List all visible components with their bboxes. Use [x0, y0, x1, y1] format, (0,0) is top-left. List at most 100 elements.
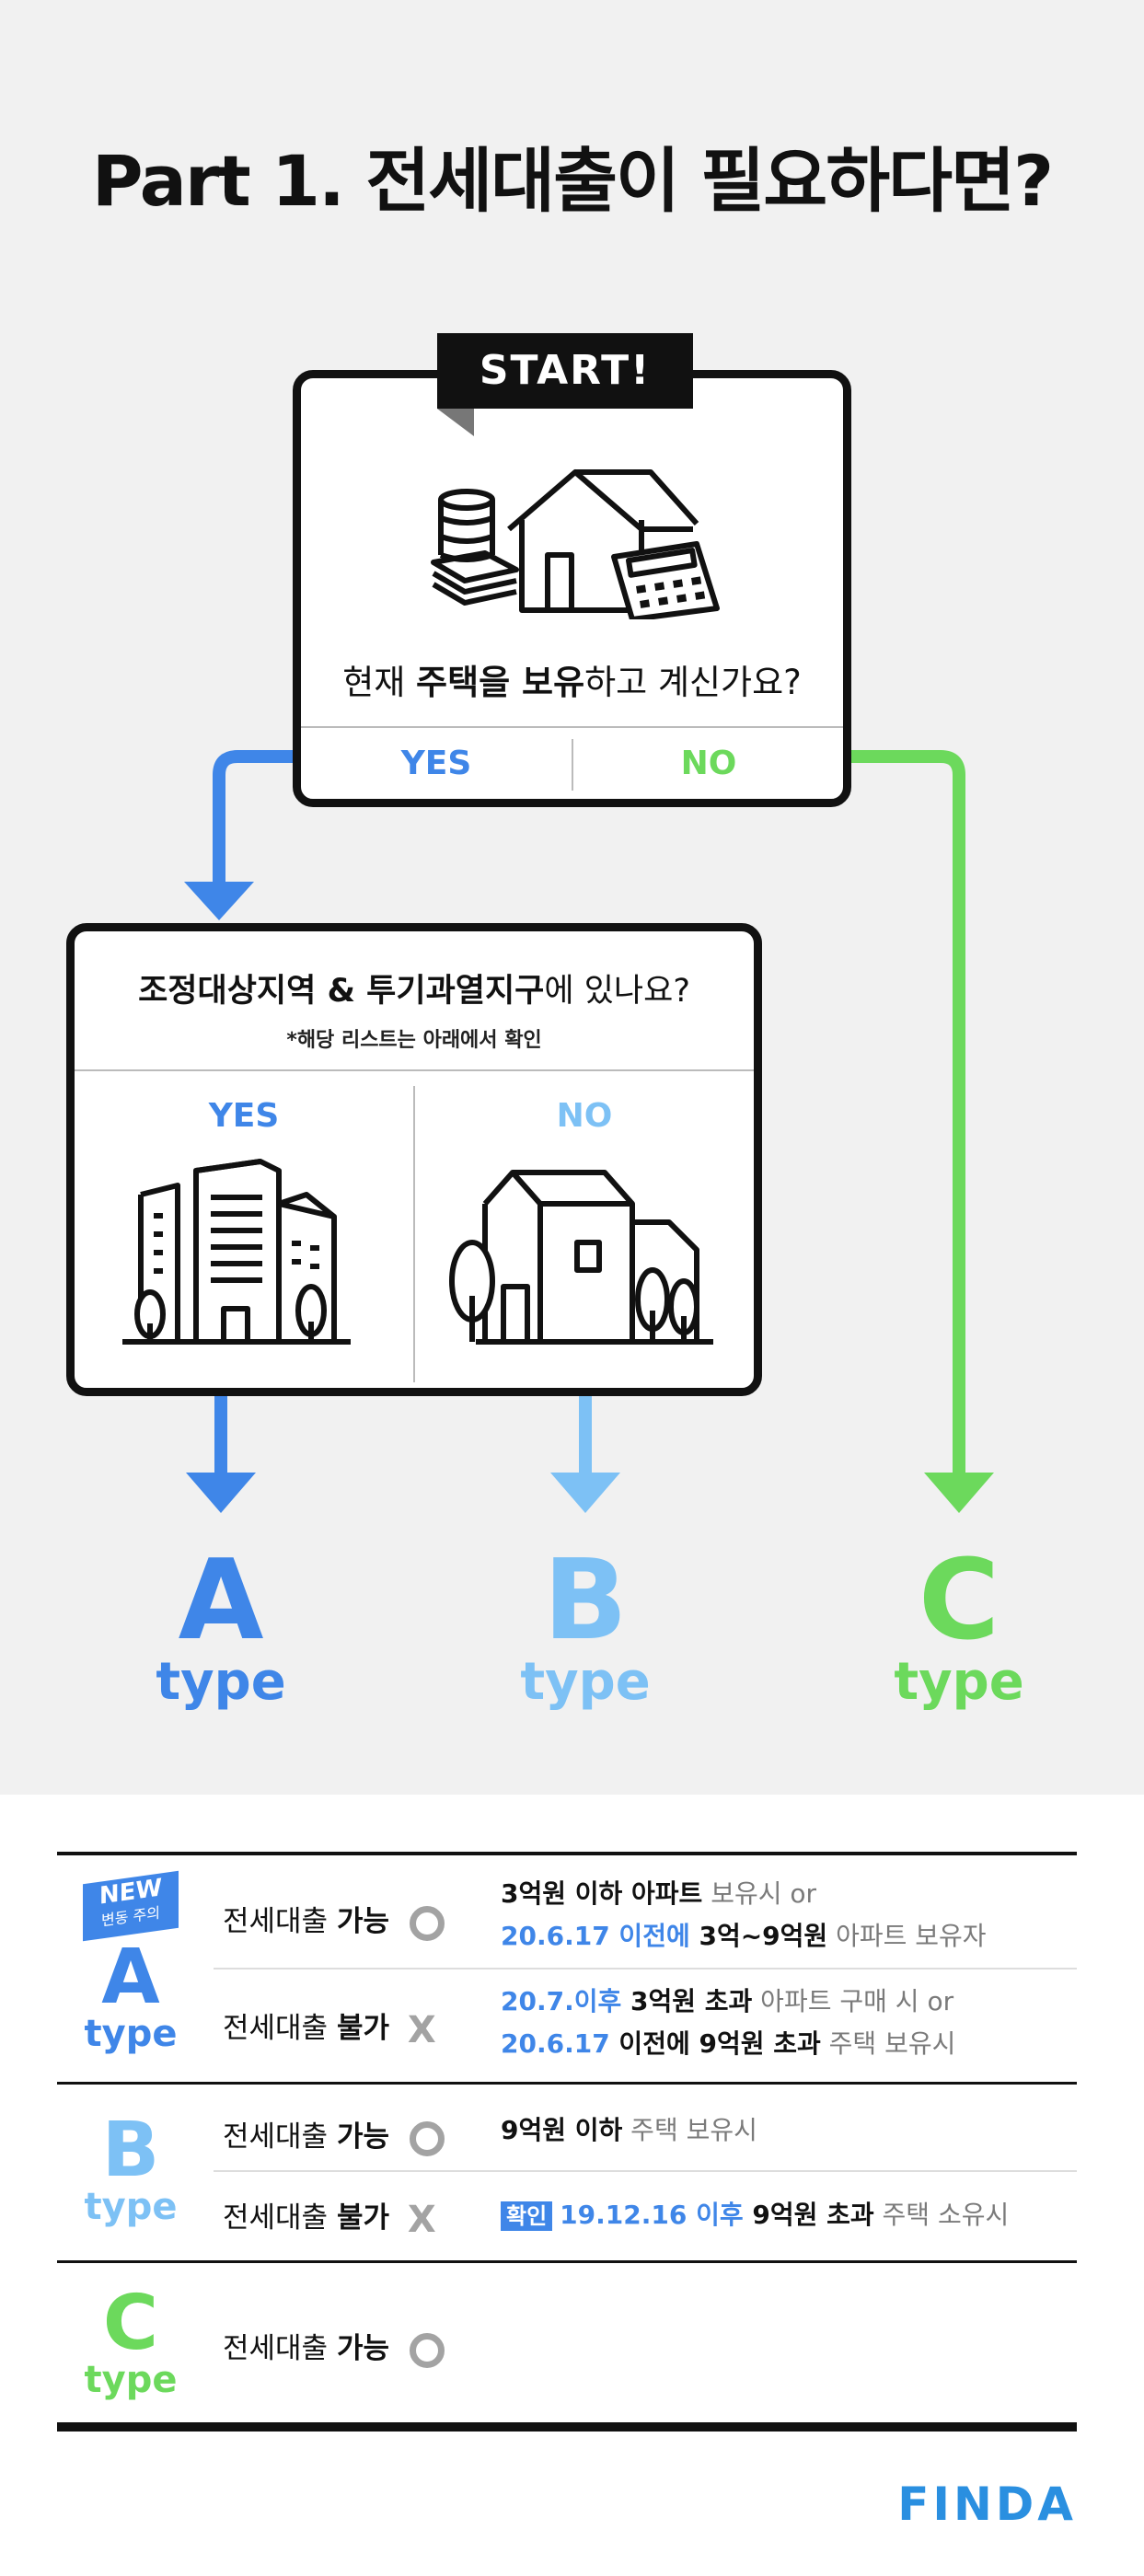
- x-mark-icon: X: [407, 2198, 436, 2241]
- circle-mark-icon: [409, 1905, 445, 1941]
- start-vertical-divider: [572, 739, 573, 791]
- table-a-inner-rule: [214, 1968, 1077, 1970]
- table-top-rule: [57, 1852, 1077, 1855]
- table-c-row1-label: 전세대출 가능: [223, 2325, 445, 2368]
- start-no-option[interactable]: NO: [680, 745, 737, 782]
- type-b-word: type: [520, 1652, 651, 1712]
- confirm-tag: 확인: [501, 2201, 553, 2231]
- start-question-box: 현재 주택을 보유하고 계신가요? YES NO: [293, 370, 851, 807]
- cond-bold: 3억~9억원: [689, 1921, 828, 1951]
- no-arrow-line: [847, 750, 965, 1474]
- cond-gray: 아파트 보유자: [827, 1921, 987, 1951]
- start-question-pre: 현재: [342, 663, 417, 702]
- cond-blue: 19.12.16 이후: [560, 2200, 744, 2230]
- condition-line: 20.6.17 이전에 9억원 초과 주택 보유시: [501, 2023, 955, 2065]
- cond-gray: 주택 보유시: [820, 2028, 956, 2059]
- type-c-word: type: [894, 1652, 1024, 1712]
- label-pre: 전세대출: [223, 2120, 337, 2154]
- x-mark-icon: X: [407, 2008, 436, 2051]
- type-c-result[interactable]: C type: [867, 1546, 1051, 1708]
- start-yes-option[interactable]: YES: [400, 745, 472, 782]
- table-type-a: A type: [57, 1934, 204, 2055]
- flow-arrows: [184, 750, 994, 1513]
- label-pre: 전세대출: [223, 2201, 337, 2235]
- type-a-word: type: [156, 1652, 286, 1712]
- start-question-post: 하고 계신가요?: [584, 663, 802, 702]
- region-note: *해당 리스트는 아래에서 확인: [286, 1029, 542, 1052]
- cond-gray: 주택 소유시: [873, 2200, 1010, 2230]
- table-a-row1-label: 전세대출 가능: [223, 1898, 445, 1941]
- label-bold: 가능: [336, 1905, 389, 1938]
- region-yes-option[interactable]: YES: [208, 1097, 280, 1135]
- cond-bold: 9억원 이하: [501, 2115, 623, 2145]
- type-a-letter: A: [178, 1537, 264, 1665]
- label-bold: 가능: [336, 2332, 389, 2365]
- region-yes-arrow-head: [186, 1473, 256, 1513]
- new-badge: NEW 변동 주의: [83, 1870, 179, 1942]
- table-type-a-word: type: [84, 2013, 178, 2055]
- cond-bold: 3억원 이하 아파트: [501, 1878, 703, 1909]
- table-b-inner-rule: [214, 2170, 1077, 2172]
- condition-line: 20.6.17 이전에 3억~9억원 아파트 보유자: [501, 1915, 987, 1958]
- yes-arrow-line: [213, 750, 302, 885]
- table-type-a-letter: A: [101, 1934, 160, 2021]
- city-buildings-icon: [122, 1159, 351, 1345]
- region-question-box: 조정대상지역 & 투기과열지구에 있나요? *해당 리스트는 아래에서 확인 Y…: [66, 923, 762, 1396]
- house-trees-icon: [449, 1170, 713, 1345]
- circle-mark-icon: [409, 2120, 445, 2156]
- table-a-row1-conditions: 3억원 이하 아파트 보유시 or 20.6.17 이전에 3억~9억원 아파트…: [501, 1873, 987, 1958]
- cond-blue: 20.7.이후: [501, 1986, 622, 2016]
- cond-blue: 20.6.17 이전에: [501, 1921, 690, 1951]
- type-c-letter: C: [918, 1537, 1000, 1665]
- table-b-row1-conditions: 9억원 이하 주택 보유시: [501, 2109, 757, 2152]
- region-vertical-divider: [413, 1086, 415, 1382]
- table-type-b-letter: B: [101, 2107, 160, 2194]
- label-bold: 가능: [336, 2120, 389, 2154]
- circle-mark-icon: [409, 2332, 445, 2368]
- start-tag: START!: [437, 333, 693, 409]
- label-bold: 불가: [336, 2201, 389, 2235]
- label-pre: 전세대출: [223, 1905, 337, 1938]
- cond-blue: 20.6.17: [501, 2028, 610, 2059]
- table-rule-ab: [57, 2082, 1077, 2085]
- table-type-c: C type: [57, 2280, 204, 2401]
- table-type-b: B type: [57, 2107, 204, 2228]
- label-pre: 전세대출: [223, 2012, 337, 2045]
- cond-gray: 보유시 or: [702, 1878, 817, 1909]
- region-no-arrow-head: [550, 1473, 620, 1513]
- cond-bold: 3억원 초과: [621, 1986, 753, 2016]
- start-divider: [301, 726, 843, 728]
- type-b-result[interactable]: B type: [493, 1546, 677, 1708]
- region-no-option[interactable]: NO: [556, 1097, 613, 1135]
- yes-arrow-head: [184, 882, 254, 920]
- cond-gray: 아파트 구매 시 or: [752, 1986, 954, 2016]
- table-bottom-rule: [57, 2422, 1077, 2432]
- cond-gray: 주택 보유시: [622, 2115, 757, 2145]
- condition-line: 20.7.이후 3억원 초과 아파트 구매 시 or: [501, 1981, 955, 2023]
- table-type-c-word: type: [84, 2359, 178, 2401]
- table-a-row2-label: 전세대출 불가 X: [223, 2004, 436, 2051]
- table-type-b-word: type: [84, 2186, 178, 2228]
- region-divider: [75, 1069, 754, 1071]
- table-b-row2-label: 전세대출 불가 X: [223, 2194, 436, 2241]
- cond-bold: 9억원 초과: [743, 2200, 874, 2230]
- cond-bold: 이전에 9억원 초과: [609, 2028, 821, 2059]
- region-question: 조정대상지역 & 투기과열지구에 있나요?: [75, 965, 754, 1011]
- table-b-row1-label: 전세대출 가능: [223, 2113, 445, 2156]
- type-a-result[interactable]: A type: [129, 1546, 313, 1708]
- table-type-c-letter: C: [102, 2280, 159, 2367]
- start-question-bold: 주택을 보유: [416, 663, 585, 702]
- label-pre: 전세대출: [223, 2332, 337, 2365]
- type-b-letter: B: [543, 1537, 628, 1665]
- house-money-calculator-icon: [431, 469, 720, 619]
- no-arrow-head: [924, 1473, 994, 1513]
- region-question-bold: 조정대상지역 & 투기과열지구: [138, 973, 545, 1010]
- condition-line: 3억원 이하 아파트 보유시 or: [501, 1873, 987, 1915]
- finda-logo: FINDA: [897, 2478, 1077, 2531]
- label-bold: 불가: [336, 2012, 389, 2045]
- region-question-post: 에 있나요?: [544, 973, 690, 1010]
- start-tag-fold: [437, 409, 474, 436]
- condition-line: 9억원 이하 주택 보유시: [501, 2109, 757, 2152]
